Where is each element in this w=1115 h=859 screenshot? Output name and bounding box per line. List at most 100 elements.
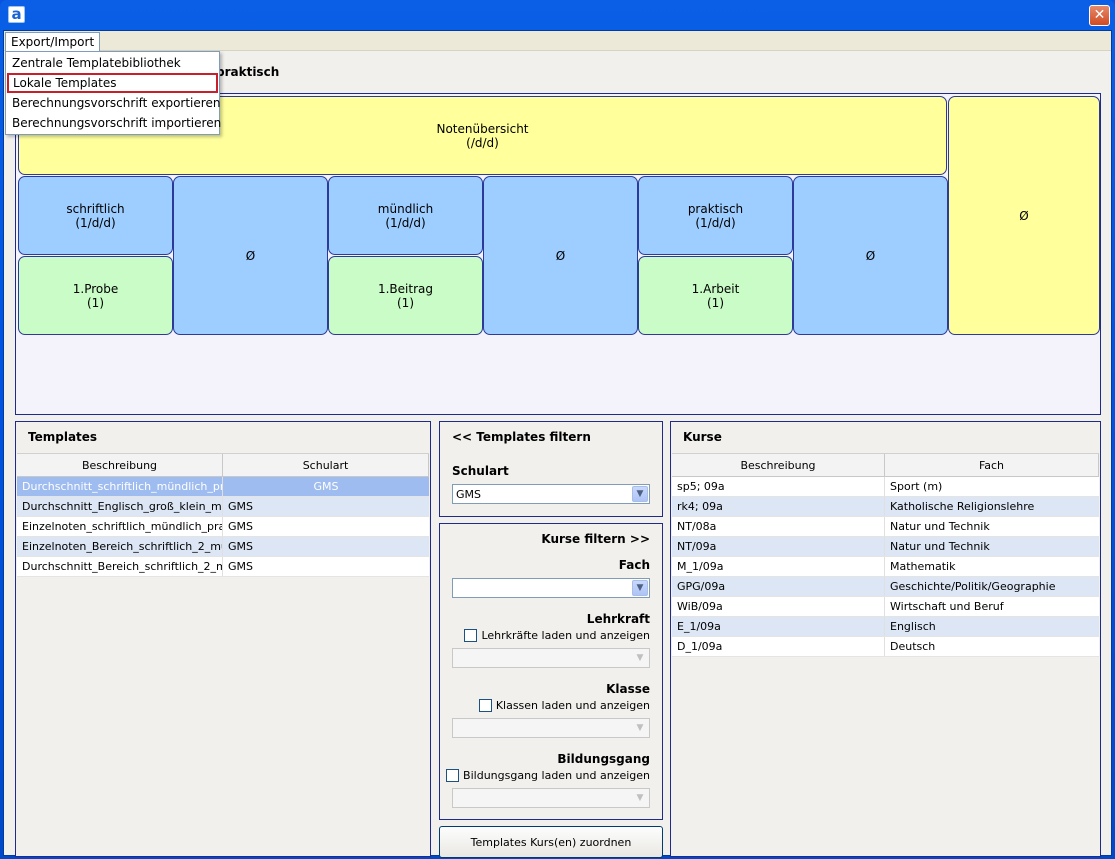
klasse-checkbox[interactable] [478, 699, 492, 712]
muendlich-average-label: Ø [555, 248, 566, 263]
column-header-beschreibung[interactable]: Beschreibung [672, 454, 885, 476]
column-header-fach[interactable]: Fach [885, 454, 1099, 476]
schriftlich-tile[interactable]: schriftlich (1/d/d) [18, 176, 173, 255]
chevron-down-icon: ▼ [636, 793, 644, 803]
bildungsgang-checkbox-row[interactable]: Bildungsgang laden und anzeigen [446, 769, 650, 782]
table-cell: Geschichte/Politik/Geographie [890, 580, 1056, 593]
praktisch-average-tile[interactable]: Ø [793, 176, 948, 335]
lehrkraft-checkbox-label: Lehrkräfte laden und anzeigen [481, 629, 650, 642]
beitrag-sub: (1) [397, 295, 414, 310]
chevron-down-icon[interactable]: ▼ [632, 486, 648, 502]
table-cell: Englisch [890, 620, 936, 633]
beitrag-tile[interactable]: 1.Beitrag (1) [328, 256, 483, 335]
chevron-down-icon: ▼ [636, 653, 644, 663]
schriftlich-average-tile[interactable]: Ø [173, 176, 328, 335]
table-cell: NT/08a [672, 517, 885, 536]
table-row[interactable]: rk4; 09a Katholische Religionslehre [672, 497, 1099, 517]
table-cell: GMS [228, 500, 253, 513]
menu-item-berechnungsvorschrift-exportieren[interactable]: Berechnungsvorschrift exportieren [12, 96, 221, 110]
muendlich-title: mündlich [377, 201, 434, 216]
templates-filter-title[interactable]: << Templates filtern [452, 430, 591, 444]
column-header-beschreibung[interactable]: Beschreibung [17, 454, 223, 476]
arbeit-sub: (1) [707, 295, 724, 310]
table-cell: Natur und Technik [890, 540, 990, 553]
table-row[interactable]: E_1/09a Englisch [672, 617, 1099, 637]
table-cell: Einzelnoten_schriftlich_mündlich_pra... [17, 517, 223, 536]
bildungsgang-select[interactable]: ▼ [452, 788, 650, 808]
table-cell: GMS [313, 480, 339, 493]
templates-table-header: Beschreibung Schulart [17, 453, 429, 477]
assign-templates-button[interactable]: Templates Kurs(en) zuordnen [439, 826, 663, 858]
table-cell: NT/09a [672, 537, 885, 556]
table-row[interactable]: WiB/09a Wirtschaft und Beruf [672, 597, 1099, 617]
overall-average-label: Ø [1019, 208, 1029, 223]
lehrkraft-checkbox-row[interactable]: Lehrkräfte laden und anzeigen [464, 629, 650, 642]
kurse-filter-title[interactable]: Kurse filtern >> [541, 532, 650, 546]
klasse-checkbox-label: Klassen laden und anzeigen [495, 699, 650, 712]
table-row[interactable]: NT/09a Natur und Technik [672, 537, 1099, 557]
table-cell: Deutsch [890, 640, 936, 653]
table-cell: rk4; 09a [672, 497, 885, 516]
klasse-select[interactable]: ▼ [452, 718, 650, 738]
column-header-schulart[interactable]: Schulart [223, 454, 429, 476]
lehrkraft-select[interactable]: ▼ [452, 648, 650, 668]
table-cell: GPG/09a [672, 577, 885, 596]
title-bar[interactable]: a ✕ [0, 0, 1115, 30]
kurse-table-header: Beschreibung Fach [672, 453, 1099, 477]
templates-filter-panel: << Templates filtern Schulart GMS ▼ [439, 421, 663, 517]
menu-export-import[interactable]: Export/Import [5, 32, 101, 51]
overall-average-tile[interactable]: Ø [948, 96, 1100, 335]
templates-table: Beschreibung Schulart Durchschnitt_schri… [17, 453, 429, 577]
schriftlich-sub: (1/d/d) [75, 215, 116, 230]
schriftlich-title: schriftlich [66, 201, 125, 216]
probe-sub: (1) [87, 295, 104, 310]
table-row[interactable]: Durchschnitt_Bereich_schriftlich_2_mü...… [17, 557, 429, 577]
chevron-down-icon[interactable]: ▼ [632, 580, 648, 596]
arbeit-tile[interactable]: 1.Arbeit (1) [638, 256, 793, 335]
klasse-label: Klasse [606, 682, 650, 696]
bildungsgang-checkbox[interactable] [446, 769, 460, 782]
table-row[interactable]: NT/08a Natur und Technik [672, 517, 1099, 537]
lehrkraft-checkbox[interactable] [464, 629, 478, 642]
table-cell: E_1/09a [672, 617, 885, 636]
schulart-select[interactable]: GMS ▼ [452, 484, 650, 504]
table-row[interactable]: Einzelnoten_schriftlich_mündlich_pra... … [17, 517, 429, 537]
praktisch-average-label: Ø [865, 248, 876, 263]
muendlich-average-tile[interactable]: Ø [483, 176, 638, 335]
klasse-checkbox-row[interactable]: Klassen laden und anzeigen [478, 699, 650, 712]
fach-select[interactable]: ▼ [452, 578, 650, 598]
templates-panel: Templates Beschreibung Schulart Durchsch… [15, 421, 431, 857]
table-cell: GMS [228, 540, 253, 553]
bildungsgang-label: Bildungsgang [557, 752, 650, 766]
schriftlich-average-label: Ø [245, 248, 256, 263]
table-row[interactable]: D_1/09a Deutsch [672, 637, 1099, 657]
client-area: Export/Import Zentrale Templatebibliothe… [3, 30, 1112, 858]
table-row[interactable]: sp5; 09a Sport (m) [672, 477, 1099, 497]
probe-tile[interactable]: 1.Probe (1) [18, 256, 173, 335]
table-cell: D_1/09a [672, 637, 885, 656]
table-cell: Katholische Religionslehre [890, 500, 1035, 513]
muendlich-tile[interactable]: mündlich (1/d/d) [328, 176, 483, 255]
table-row[interactable]: Durchschnitt_Englisch_groß_klein_m... GM… [17, 497, 429, 517]
table-row[interactable]: Durchschnitt_schriftlich_mündlich_pr... … [17, 477, 429, 497]
export-import-dropdown: Zentrale Templatebibliothek Lokale Templ… [5, 51, 222, 135]
bildungsgang-checkbox-label: Bildungsgang laden und anzeigen [463, 769, 650, 782]
menu-item-berechnungsvorschrift-importieren[interactable]: Berechnungsvorschrift importieren [12, 116, 222, 130]
praktisch-tile[interactable]: praktisch (1/d/d) [638, 176, 793, 255]
kurse-title: Kurse [683, 430, 722, 444]
menu-item-lokale-templates[interactable]: Lokale Templates [7, 73, 218, 93]
notenuebersicht-sub: (/d/d) [466, 135, 499, 150]
praktisch-sub: (1/d/d) [695, 215, 736, 230]
lehrkraft-label: Lehrkraft [586, 612, 650, 626]
noten-overview-panel: Notenübersicht (/d/d) Ø schriftlich (1/d… [15, 93, 1101, 415]
close-button[interactable]: ✕ [1089, 5, 1110, 26]
table-cell: Mathematik [890, 560, 956, 573]
app-icon: a [8, 6, 25, 23]
fach-label: Fach [618, 558, 650, 572]
table-row[interactable]: Einzelnoten_Bereich_schriftlich_2_mü... … [17, 537, 429, 557]
table-cell: GMS [228, 560, 253, 573]
menu-item-zentrale-templatebibliothek[interactable]: Zentrale Templatebibliothek [12, 56, 181, 70]
table-row[interactable]: M_1/09a Mathematik [672, 557, 1099, 577]
table-row[interactable]: GPG/09a Geschichte/Politik/Geographie [672, 577, 1099, 597]
table-cell: M_1/09a [672, 557, 885, 576]
